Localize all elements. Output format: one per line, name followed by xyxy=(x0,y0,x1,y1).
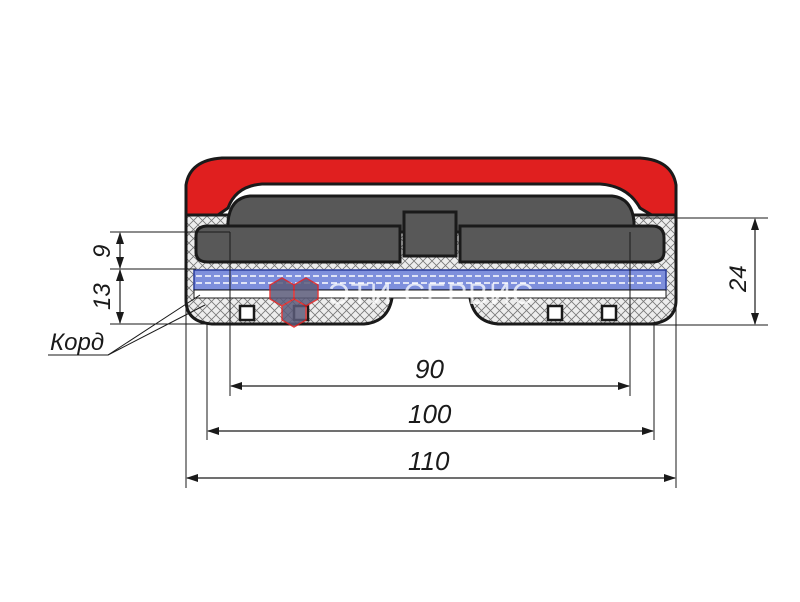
extension-lines xyxy=(185,232,677,488)
bottom-lug-1 xyxy=(238,304,256,322)
dim-label-24: 24 xyxy=(725,265,752,293)
left-extension-lines xyxy=(110,231,230,325)
dim-label-90: 90 xyxy=(415,354,444,384)
watermark-logo xyxy=(269,277,319,328)
watermark-text: ЭТИ-СЕРВИС xyxy=(328,278,534,311)
cord-label: Корд xyxy=(50,329,104,356)
core-center-post xyxy=(402,210,458,258)
right-extension-lines xyxy=(640,217,768,326)
core-right-wing xyxy=(458,224,666,264)
dim-label-100: 100 xyxy=(408,399,452,429)
bottom-lug-4 xyxy=(600,304,618,322)
dim-label-13: 13 xyxy=(89,283,116,310)
core-left-wing xyxy=(194,224,402,264)
bottom-lug-3 xyxy=(546,304,564,322)
dim-label-9: 9 xyxy=(89,245,116,258)
dim-label-110: 110 xyxy=(408,446,450,476)
cord-leader-line xyxy=(48,294,206,356)
